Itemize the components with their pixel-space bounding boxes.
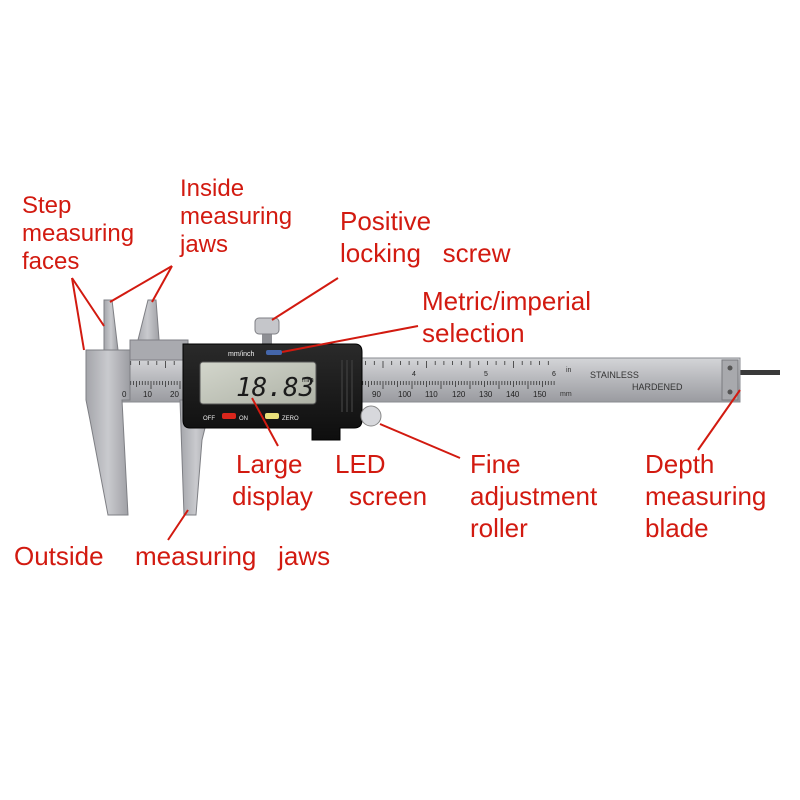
zero-button[interactable] bbox=[265, 413, 279, 419]
lcd-unit: mm bbox=[302, 377, 314, 384]
label-large-display: Large display bbox=[232, 448, 313, 512]
label-metric-imperial-selection: Metric/imperial selection bbox=[422, 285, 591, 349]
inch-scale-number: 4 bbox=[412, 371, 416, 378]
locking-screw-line-1: Positive bbox=[340, 206, 432, 236]
brand-line-2: HARDENED bbox=[632, 382, 683, 392]
zero-label: ZERO bbox=[282, 416, 299, 422]
callout-lines bbox=[71, 265, 741, 541]
inch-scale-numbers: 4 5 6 bbox=[412, 371, 556, 378]
large-display-line-2: display bbox=[232, 481, 313, 511]
label-depth-measuring-blade: Depth measuring blade bbox=[645, 448, 766, 544]
metric-imperial-line-1: Metric/imperial bbox=[422, 286, 592, 316]
grip-ridges bbox=[341, 360, 353, 412]
step-faces-line-3: faces bbox=[22, 248, 80, 275]
metric-scale-number: 0 bbox=[122, 390, 127, 399]
led-screen-line-2: screen bbox=[349, 481, 428, 511]
callout-large-display bbox=[251, 397, 279, 447]
off-label: OFF bbox=[203, 416, 215, 422]
inside-jaws-line-3: jaws bbox=[180, 231, 229, 258]
locking-screw-line-2: locking screw bbox=[340, 238, 511, 268]
metric-scale-number: 90 bbox=[372, 390, 381, 399]
metric-imperial-line-2: selection bbox=[422, 318, 525, 348]
slider-plate bbox=[129, 339, 189, 361]
step-faces-line-1: Step bbox=[22, 192, 72, 219]
depth-blade-line-1: Depth bbox=[645, 449, 715, 479]
callout-inside-jaws-a bbox=[109, 265, 173, 303]
led-screen-line-1: LED bbox=[335, 449, 386, 479]
metric-scale-number: 120 bbox=[452, 390, 466, 399]
unit-button[interactable] bbox=[266, 350, 282, 355]
locking-screw-head bbox=[254, 317, 280, 335]
end-rivet-bottom bbox=[727, 389, 733, 395]
callout-depth-blade bbox=[697, 389, 741, 451]
metric-scale-number: 100 bbox=[398, 390, 412, 399]
metric-scale-number: 110 bbox=[425, 390, 438, 399]
callout-inside-jaws-b bbox=[151, 265, 173, 303]
inside-jaws-line-2: measuring bbox=[180, 203, 293, 230]
label-inside-measuring-jaws: Inside measuring jaws bbox=[180, 175, 292, 259]
depth-rod bbox=[735, 370, 780, 375]
lcd-screen bbox=[199, 361, 317, 405]
callout-step-faces-b bbox=[71, 277, 105, 327]
label-fine-adjustment-roller: Fine adjustment roller bbox=[470, 448, 597, 544]
metric-scale-number: 10 bbox=[143, 390, 152, 399]
metric-scale-number: 140 bbox=[506, 390, 520, 399]
fixed-outside-jaw bbox=[85, 349, 131, 516]
callout-fine-roller bbox=[379, 423, 461, 459]
on-label: ON bbox=[239, 416, 248, 422]
callout-locking-screw bbox=[271, 277, 339, 321]
end-rivet-top bbox=[727, 365, 733, 371]
metric-scale-number: 130 bbox=[479, 390, 493, 399]
unit-toggle-label: mm/inch bbox=[228, 351, 255, 358]
callout-outside-jaws bbox=[167, 509, 189, 541]
inside-jaws-line-1: Inside bbox=[180, 175, 245, 202]
step-faces-line-2: measuring bbox=[22, 220, 135, 247]
metric-scale-number: 150 bbox=[533, 390, 547, 399]
label-outside-jaws-1: Outside bbox=[14, 541, 104, 571]
on-button[interactable] bbox=[222, 413, 236, 419]
beam-end-cap bbox=[721, 359, 739, 401]
label-led-screen: LED screen bbox=[335, 448, 427, 512]
inch-scale-number: 5 bbox=[484, 371, 488, 378]
inch-scale-number: 6 bbox=[552, 371, 556, 378]
label-outside-jaws-2: measuring jaws bbox=[135, 541, 331, 571]
fine-roller-line-2: adjustment bbox=[470, 481, 598, 511]
brand-line-1: STAINLESS bbox=[590, 370, 639, 380]
fixed-inside-jaw bbox=[103, 299, 119, 351]
locking-screw-stem bbox=[262, 330, 272, 344]
label-step-measuring-faces: Step measuring faces bbox=[22, 192, 134, 276]
label-positive-locking-screw: Positive locking screw bbox=[340, 205, 511, 269]
lcd-readout: 18.83 bbox=[236, 373, 314, 403]
metric-scale-numbers: 0 10 20 90 100 110 120 130 140 150 bbox=[122, 390, 547, 399]
metric-scale-number: 20 bbox=[170, 390, 179, 399]
fine-roller-line-3: roller bbox=[470, 513, 528, 543]
scale-mm-unit: mm bbox=[560, 391, 572, 398]
callout-step-faces-a bbox=[71, 277, 85, 351]
fine-adjustment-roller[interactable] bbox=[360, 405, 382, 427]
callout-metric-imperial bbox=[281, 325, 419, 353]
scale-inch-unit: in bbox=[566, 367, 572, 374]
depth-blade-line-2: measuring bbox=[645, 481, 767, 511]
fine-roller-line-1: Fine bbox=[470, 449, 521, 479]
depth-blade-line-3: blade bbox=[645, 513, 709, 543]
large-display-line-1: Large bbox=[236, 449, 303, 479]
